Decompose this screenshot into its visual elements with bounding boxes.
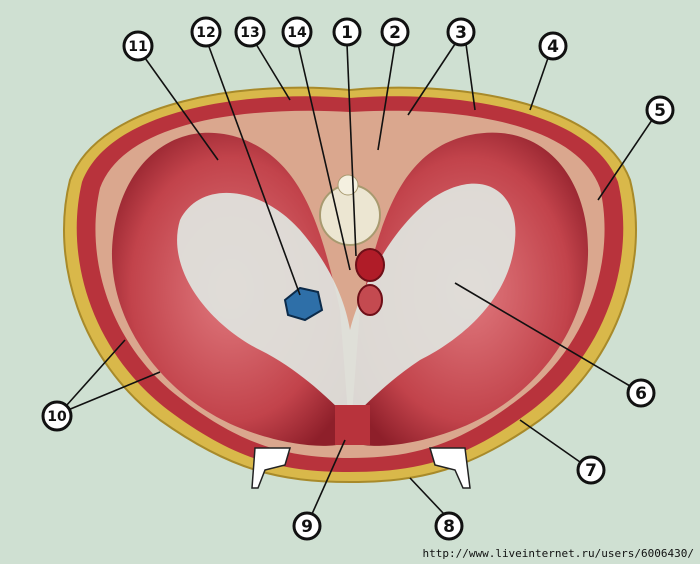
leader-lines xyxy=(65,43,653,515)
sternal-part xyxy=(335,405,370,445)
esophageal-opening xyxy=(357,284,383,316)
svg-text:10: 10 xyxy=(47,409,67,425)
label-8: 8 xyxy=(434,511,464,541)
svg-text:13: 13 xyxy=(240,25,259,41)
label-12: 12 xyxy=(190,16,222,48)
svg-text:8: 8 xyxy=(443,517,455,537)
central-tendon xyxy=(177,183,516,420)
svg-text:5: 5 xyxy=(654,101,666,121)
svg-text:9: 9 xyxy=(301,517,313,537)
left-retractor-hand xyxy=(251,447,292,489)
right-retractor-hand xyxy=(428,447,471,489)
label-6: 6 xyxy=(626,378,656,408)
svg-text:6: 6 xyxy=(635,384,647,404)
label-10: 10 xyxy=(41,400,73,432)
label-4: 4 xyxy=(538,31,568,61)
watermark-url: http://www.liveinternet.ru/users/6006430… xyxy=(422,547,694,560)
svg-text:2: 2 xyxy=(389,23,401,43)
svg-text:4: 4 xyxy=(547,37,559,57)
label-11: 11 xyxy=(122,30,154,62)
label-2: 2 xyxy=(380,17,410,47)
label-3: 3 xyxy=(446,17,476,47)
svg-text:3: 3 xyxy=(455,23,467,43)
svg-text:1: 1 xyxy=(341,23,353,43)
vena-cava-opening xyxy=(283,286,324,322)
label-5: 5 xyxy=(645,95,675,125)
label-13: 13 xyxy=(234,16,266,48)
svg-text:11: 11 xyxy=(128,39,147,55)
label-14: 14 xyxy=(281,16,313,48)
aorta-opening xyxy=(355,248,385,282)
svg-text:7: 7 xyxy=(585,461,597,481)
svg-text:12: 12 xyxy=(196,25,215,41)
label-7: 7 xyxy=(576,455,606,485)
svg-text:14: 14 xyxy=(287,25,307,41)
spinal-canal xyxy=(337,174,359,196)
label-9: 9 xyxy=(292,511,322,541)
label-1: 1 xyxy=(332,17,362,47)
